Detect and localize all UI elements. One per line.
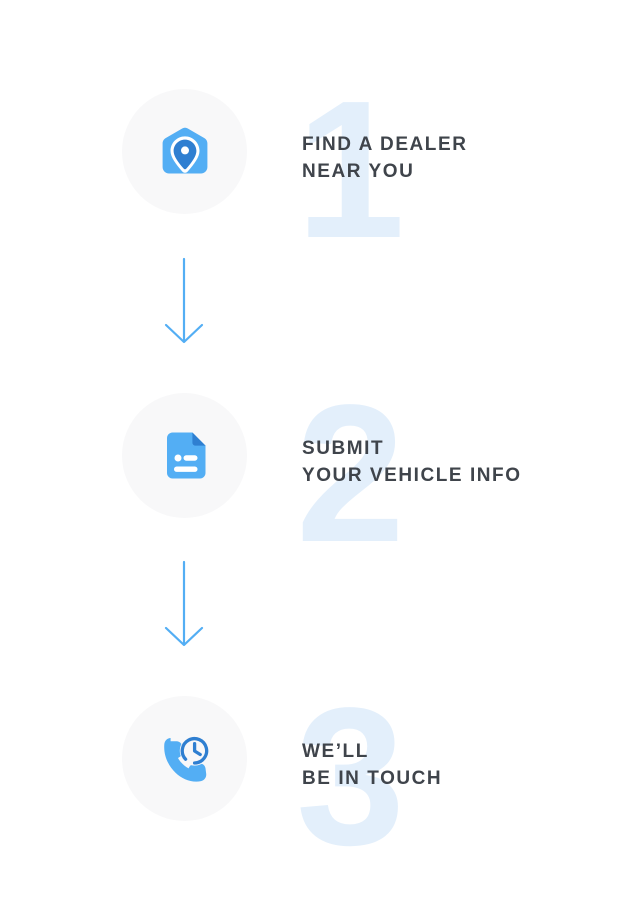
document-vehicle-info-icon bbox=[166, 432, 205, 478]
step-icon-circle-3 bbox=[122, 696, 247, 821]
step-number-2: 2 bbox=[296, 364, 405, 583]
step-item-3: 3 WE’LL BE IN TOUCH bbox=[0, 679, 640, 875]
step-item-1: 1 FIND A DEALER NEAR YOU bbox=[0, 72, 640, 268]
step-label-1: FIND A DEALER NEAR YOU bbox=[302, 134, 468, 182]
arrow-down-icon bbox=[164, 560, 204, 647]
step-number-1: 1 bbox=[296, 60, 405, 279]
step-item-2: 2 SUBMIT YOUR VEHICLE INFO bbox=[0, 376, 640, 572]
arrow-down-icon bbox=[164, 257, 204, 344]
phone-clock-callback-icon bbox=[163, 735, 209, 782]
step-icon-circle-2 bbox=[122, 393, 247, 518]
step-number-3: 3 bbox=[296, 667, 405, 886]
step-label-2: SUBMIT YOUR VEHICLE INFO bbox=[302, 438, 522, 486]
step-icon-circle-1 bbox=[122, 89, 247, 214]
arrow-down-2 bbox=[159, 560, 209, 650]
home-location-pin-icon bbox=[162, 127, 207, 173]
step-label-3: WE’LL BE IN TOUCH bbox=[302, 741, 443, 789]
arrow-down-1 bbox=[159, 257, 209, 347]
